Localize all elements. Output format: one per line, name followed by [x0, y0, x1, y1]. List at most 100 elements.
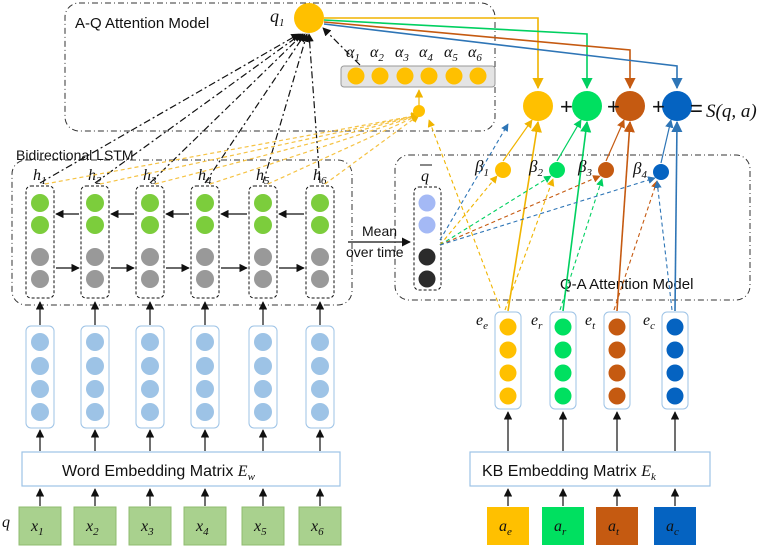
alpha-weight-label: α4	[419, 44, 433, 64]
arrow-hidden-to-q1	[149, 33, 304, 184]
arrow-embedding-to-sum	[616, 120, 635, 312]
alpha-weight-label: α6	[468, 44, 482, 64]
beta-weight-label: β1	[474, 157, 489, 179]
arrow-embedding-to-sum	[671, 120, 683, 312]
input-word-label: x4	[195, 518, 209, 538]
arrow-embedding-to-beta	[504, 178, 555, 311]
alpha-weight-node	[420, 67, 438, 85]
answer-aspect-label: ae	[499, 518, 512, 538]
arrow-hidden-to-alpha	[99, 112, 420, 185]
word-embedding-node	[311, 380, 329, 398]
lstm-forward-node	[254, 216, 272, 234]
alpha-weight-node	[445, 67, 463, 85]
qa-attention-label: Q-A Attention Model	[560, 276, 693, 293]
alpha-weight-label: α1	[346, 44, 360, 64]
qbar-dark-node	[418, 270, 436, 288]
word-embedding-node	[141, 357, 159, 375]
kb-embedding-node	[666, 387, 684, 405]
input-word-box	[18, 506, 62, 546]
input-word-box	[73, 506, 117, 546]
input-word-box	[128, 506, 172, 546]
mean-label: Mean	[362, 223, 397, 239]
kb-embedding-vector-label: er	[531, 312, 543, 332]
kb-embedding-node	[666, 364, 684, 382]
word-embedding-node	[311, 403, 329, 421]
answer-aspect-label: ac	[666, 518, 679, 538]
alpha-weight-label: α3	[395, 44, 409, 64]
kb-embedding-node	[554, 364, 572, 382]
lstm-forward-node	[196, 194, 214, 212]
answer-aspect-box	[654, 507, 696, 545]
arrow-hidden-to-alpha	[44, 112, 420, 185]
over-time-label: over time	[346, 244, 404, 260]
arrow-hidden-to-q1	[262, 33, 309, 184]
score-sum-node	[662, 91, 692, 121]
alpha-weight-node	[469, 67, 487, 85]
arrow-embedding-to-sum	[562, 120, 592, 312]
lstm-cell-column	[190, 185, 220, 299]
lstm-forward-node	[254, 194, 272, 212]
word-embedding-node	[31, 333, 49, 351]
word-embedding-node	[86, 333, 104, 351]
q1-node	[294, 3, 324, 33]
word-embedding-column	[25, 325, 55, 429]
word-embedding-label: Word Embedding Matrix Ew	[62, 463, 256, 483]
kb-embedding-vector-label: ee	[476, 312, 488, 332]
answer-aspect-box	[596, 507, 638, 545]
lstm-hidden-label: h1	[33, 167, 47, 187]
word-embedding-node	[196, 333, 214, 351]
lstm-forward-node	[196, 216, 214, 234]
lstm-cell-column	[25, 185, 55, 299]
beta-weight-label: β4	[632, 159, 647, 181]
word-embedding-node	[31, 403, 49, 421]
input-word-box	[241, 506, 285, 546]
arrow-embedding-to-beta	[613, 180, 659, 311]
kb-embedding-column	[603, 311, 631, 410]
answer-aspect-box	[542, 507, 584, 545]
lstm-forward-node	[31, 194, 49, 212]
word-embedding-node	[86, 403, 104, 421]
alpha-weight-node	[347, 67, 365, 85]
arrow-hidden-to-alpha	[324, 114, 420, 185]
plus-sign: +	[607, 94, 620, 119]
bilstm-label: Bidirectional LSTM	[16, 147, 134, 163]
lstm-forward-node	[141, 194, 159, 212]
arrow-beta-to-sum	[660, 119, 674, 164]
qbar-light-node	[418, 194, 436, 212]
beta-weight-node	[598, 162, 614, 178]
kb-embedding-label: KB Embedding Matrix Ek	[482, 463, 657, 483]
input-word-box	[183, 506, 227, 546]
input-word-label: x6	[310, 518, 324, 538]
word-embedding-node	[196, 380, 214, 398]
word-embedding-node	[31, 380, 49, 398]
beta-weight-label: β2	[528, 157, 543, 179]
input-word-box	[298, 506, 342, 546]
lstm-hidden-label: h3	[143, 167, 157, 187]
lstm-cell-column	[305, 185, 335, 299]
answer-aspect-box	[487, 507, 529, 545]
word-embedding-node	[196, 403, 214, 421]
word-embedding-node	[254, 380, 272, 398]
lstm-forward-node	[31, 216, 49, 234]
bilstm-box	[11, 159, 353, 306]
input-word-label: x2	[85, 518, 99, 538]
q1-label: q1	[270, 6, 285, 29]
word-embedding-column	[248, 325, 278, 429]
kb-embedding-node	[499, 364, 517, 382]
kb-embedding-vector-label: ec	[643, 312, 655, 332]
arrow-hidden-to-q1	[94, 33, 302, 184]
lstm-cell-column	[248, 185, 278, 299]
qbar-dark-node	[418, 248, 436, 266]
lstm-backward-node	[311, 248, 329, 266]
kb-embedding-node	[499, 341, 517, 359]
lstm-backward-node	[86, 248, 104, 266]
kb-embedding-node	[608, 387, 626, 405]
arrow-q1-to-sum	[323, 19, 593, 90]
arrow-weights-to-q1	[322, 27, 361, 66]
arrow-beta-to-sum	[605, 119, 625, 162]
arrow-qbar-to-beta	[439, 175, 601, 246]
word-embedding-node	[141, 333, 159, 351]
kb-embedding-column	[549, 311, 577, 410]
score-label: S(q, a)	[706, 101, 757, 122]
word-embedding-node	[86, 380, 104, 398]
